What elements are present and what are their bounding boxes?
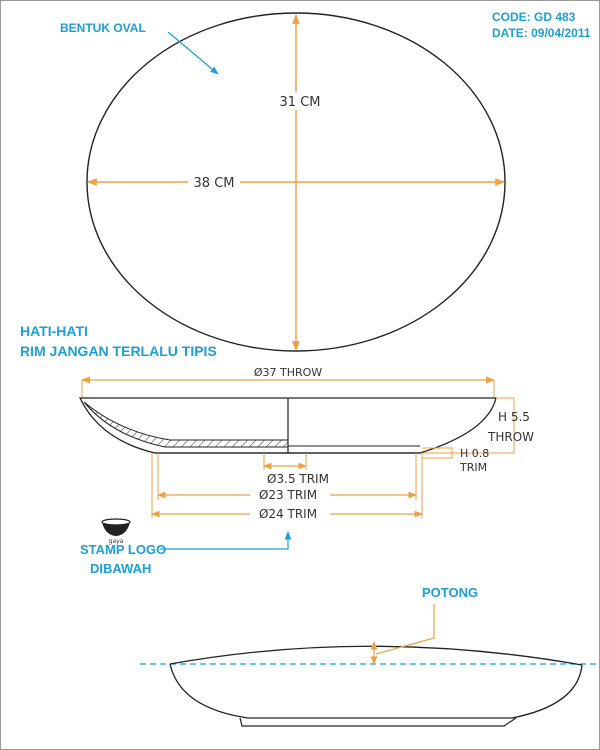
cut-bowl-body [169,663,583,719]
height-trim-bracket [422,447,453,459]
width-dim-bg [188,173,240,191]
logo-text: gaya [109,538,124,545]
top-view: 31 CM 38 CM BENTUK OVAL [60,12,506,352]
bowl-logo-rim [101,518,131,526]
height-trim-label-2: TRIM [459,461,487,474]
height-throw-bracket [422,397,515,454]
cut-bowl-foot [239,717,517,727]
cut-note-label: POTONG [422,585,478,600]
warning-line-2: RIM JANGAN TERLALU TIPIS [20,343,217,359]
bowl-outline [78,397,497,454]
trim-mid-label: Ø23 TRIM [259,488,317,502]
warning-line-1: HATI-HATI [20,323,88,339]
trim-large-label: Ø24 TRIM [259,507,317,521]
width-dimension-label: 38 CM [194,176,235,191]
oval-outline [86,12,506,352]
stamp-note-line-2: DIBAWAH [90,561,151,576]
date-label: DATE: 09/04/2011 [492,26,591,40]
height-trim-label-1: H 0.8 [460,447,489,460]
trim-mid-bg [250,487,330,501]
cut-view: POTONG [140,585,600,727]
hatched-wall [83,401,289,448]
height-dimension-label: 31 CM [280,95,321,110]
trim-small-label: Ø3.5 TRIM [267,472,329,486]
stamp-note-arrow [160,531,292,550]
shape-note: BENTUK OVAL [60,21,146,35]
stamp-logo: gaya [101,518,131,545]
stamp-note-line-1: STAMP LOGO [80,542,166,557]
cut-rim-curve [169,645,583,666]
shape-note-arrow [167,31,219,75]
cut-note-leader [375,604,435,655]
height-dim-bg [278,92,322,110]
trim-large-bg [250,506,330,520]
section-view: Ø37 THROW H 5.5 THROW H 0.8 TRIM Ø3.5 TR… [78,366,534,521]
height-throw-label-1: H 5.5 [498,410,530,424]
height-throw-label-2: THROW [487,430,534,444]
throw-diameter-label: Ø37 THROW [254,366,322,379]
code-label: CODE: GD 483 [492,10,576,24]
